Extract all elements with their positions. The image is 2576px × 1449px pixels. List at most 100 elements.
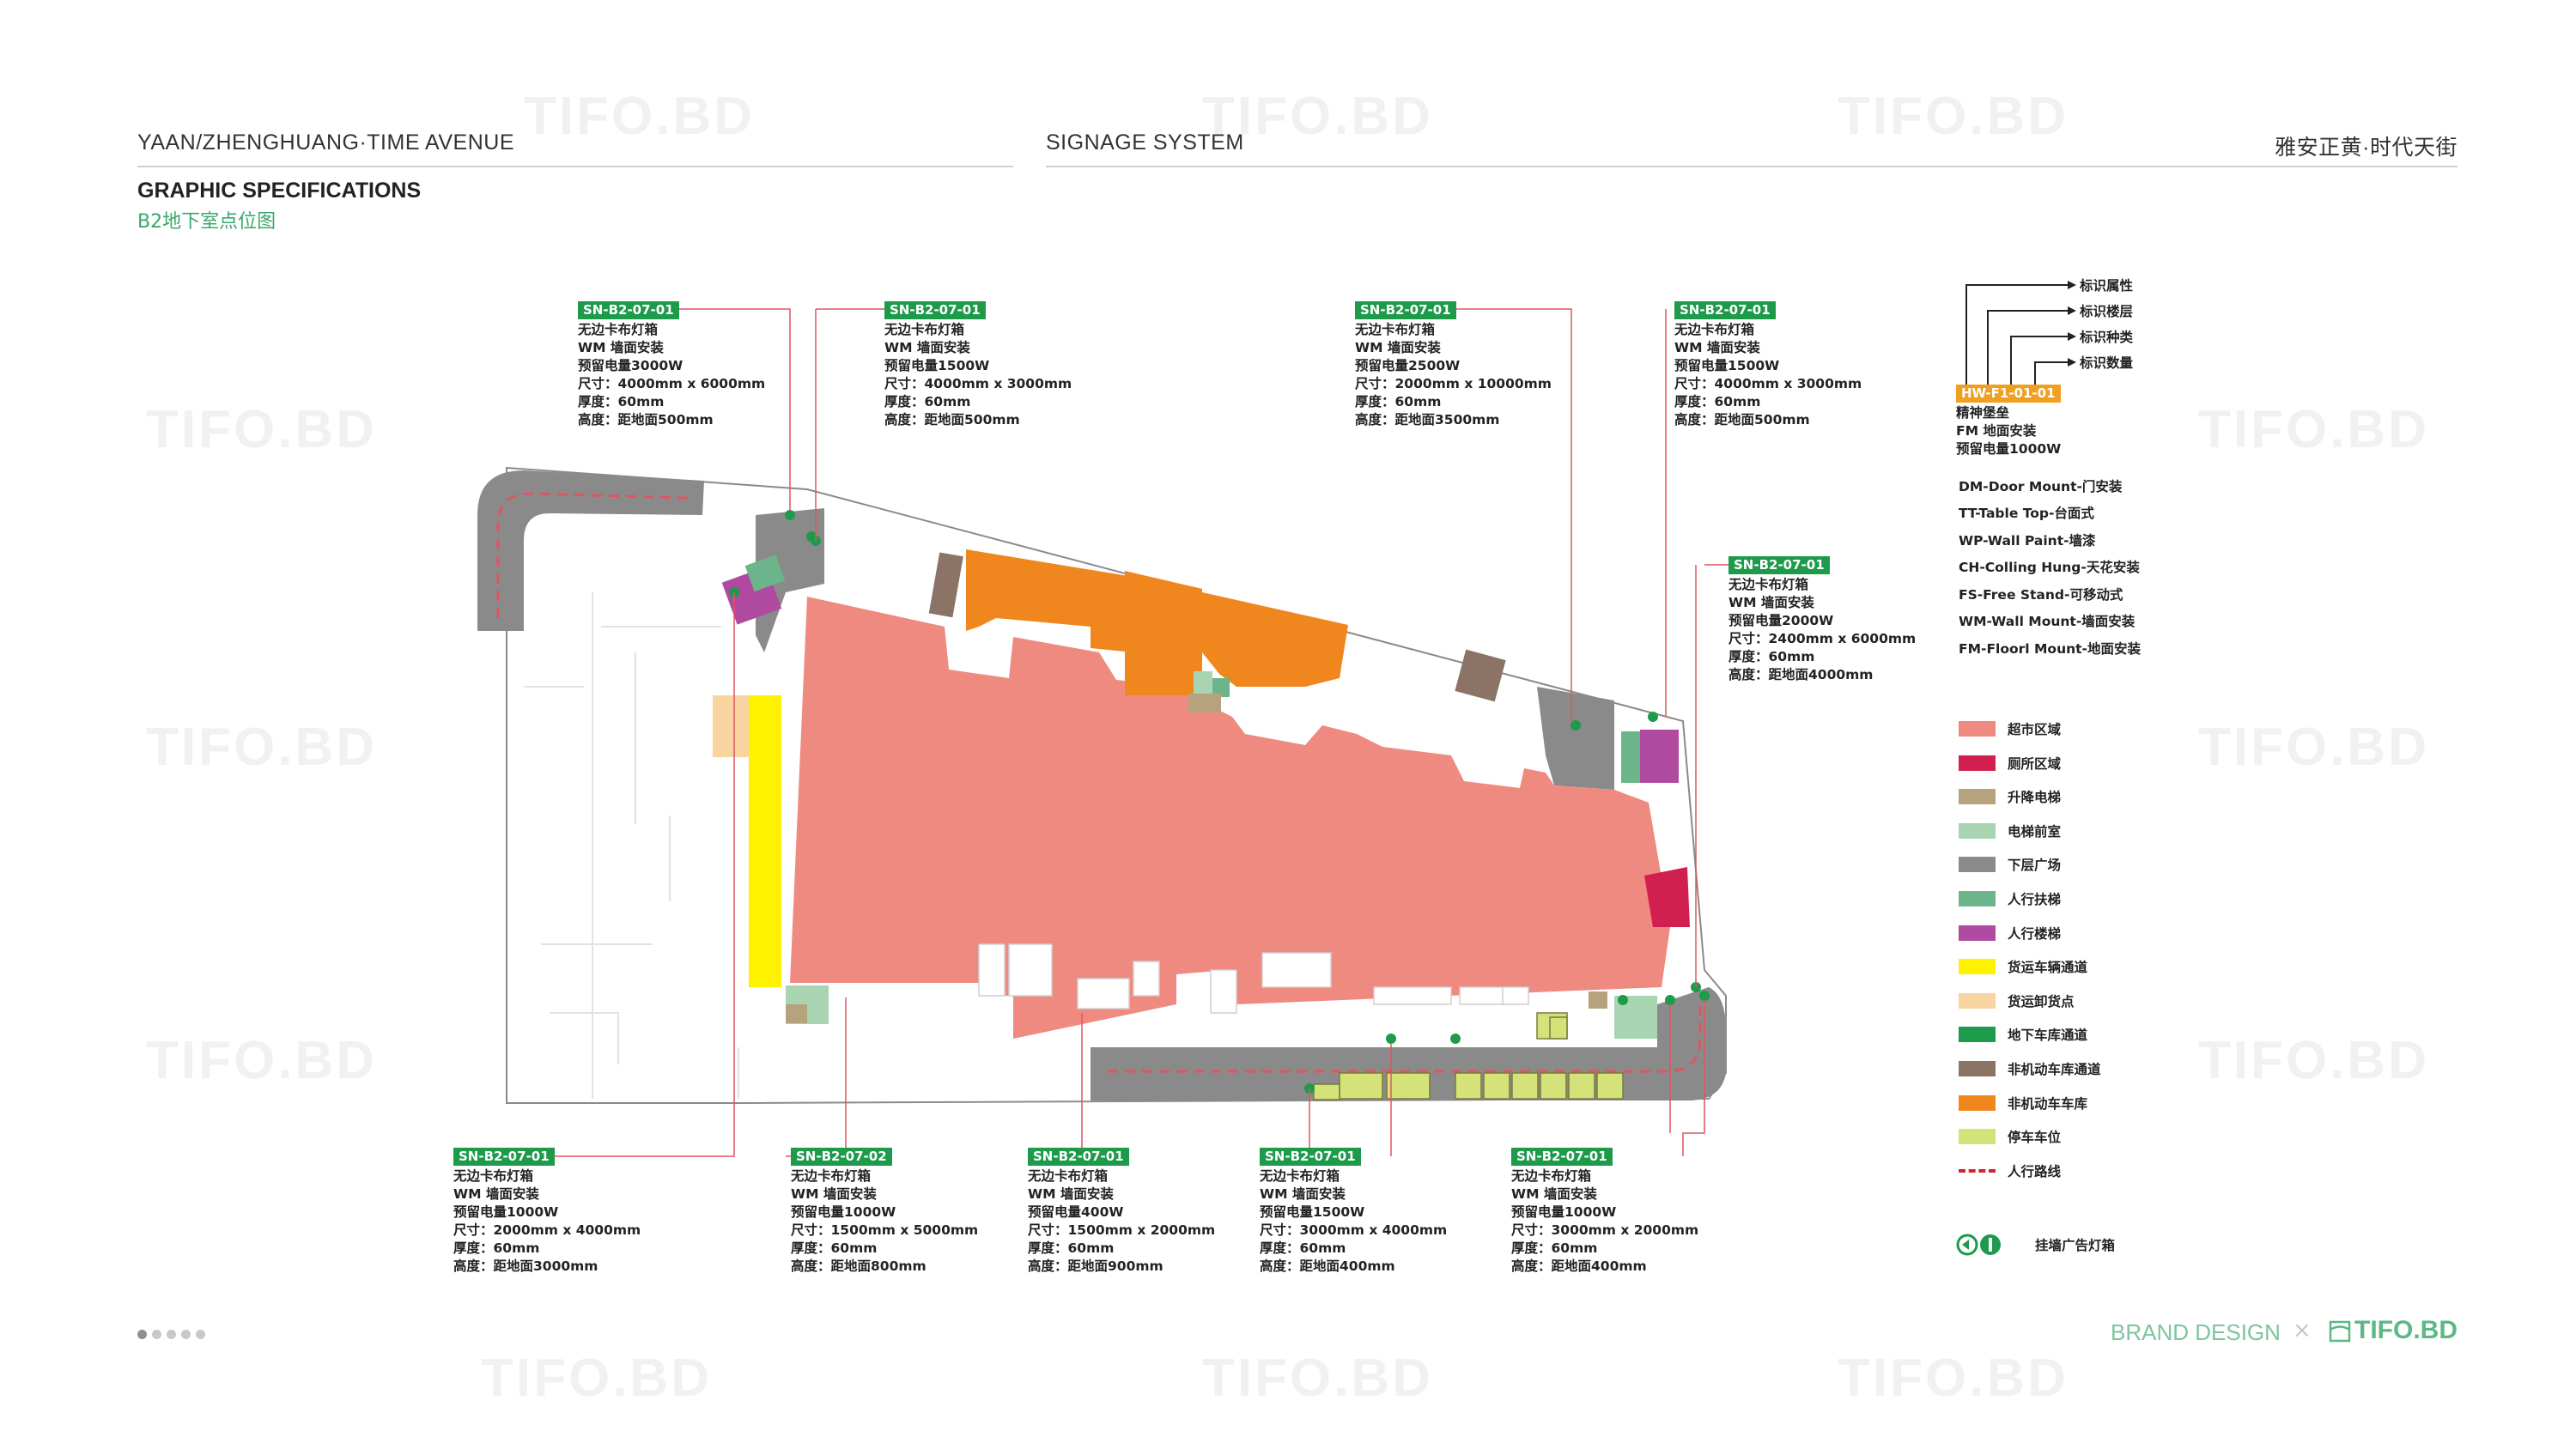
watermark: TIFO.BD [524,87,755,146]
watermark: TIFO.BD [2198,400,2429,459]
escalator-2 [1621,731,1640,783]
sign-callout: SN-B2-07-01 无边卡布灯箱 WM 墙面安装 预留电量2500W 尺寸：… [1355,301,1552,429]
legend-swatch [1959,721,1996,737]
legend-swatch [1959,822,1996,839]
watermark: TIFO.BD [146,400,377,459]
sign-mount: WM 墙面安装 [1728,595,1814,610]
code-key-label: 标识属性 [2080,278,2134,294]
legend-label: 升降电梯 [2008,790,2062,806]
sign-power: 预留电量1000W [791,1204,896,1220]
page-dot[interactable] [137,1330,147,1339]
code-key-label: 标识楼层 [2080,304,2134,319]
bicycle-channel-1 [928,552,963,618]
legend-item: 人行路线 [1959,1161,2061,1181]
sign-type: 无边卡布灯箱 [1674,322,1755,337]
sign-height: 高度：距地面900mm [1028,1258,1163,1274]
sign-mount: WM 墙面安装 [1355,340,1441,355]
legend-label: 停车车位 [2008,1130,2062,1146]
legend-item: 非机动车库通道 [1959,1058,2101,1079]
sign-thickness: 厚度：60mm [1728,649,1815,664]
legend-label: 非机动车车库 [2008,1095,2088,1112]
legend-swatch [1959,992,1996,1009]
legend-swatch [1959,1094,1996,1111]
legend-item: 货运卸货点 [1959,991,2075,1011]
sign-mount: WM 墙面安装 [791,1186,877,1202]
brand-design-label: BRAND DESIGN [2111,1319,2281,1345]
sign-callout: SN-B2-07-01 无边卡布灯箱 WM 墙面安装 预留电量1000W 尺寸：… [1511,1148,1698,1276]
page-dot[interactable] [152,1330,161,1339]
sign-type: 无边卡布灯箱 [791,1168,872,1184]
sign-type: 无边卡布灯箱 [1355,322,1436,337]
system-name: SIGNAGE SYSTEM [1046,130,1244,155]
legend-label: 地下车库通道 [2008,1028,2088,1044]
sign-mount: WM 墙面安装 [1511,1186,1597,1202]
lift [786,1004,807,1023]
code-key-label: 标识种类 [2080,330,2134,345]
legend-swatch [1959,925,1996,941]
mount-type: FM-Floorl Mount-地面安装 [1959,641,2141,657]
sign-size: 尺寸：2000mm x 4000mm [453,1222,641,1238]
legend-swatch [1959,1061,1996,1076]
sign-height: 高度：距地面400mm [1511,1258,1647,1274]
legend-label: 人行楼梯 [2008,925,2062,942]
legend-label: 电梯前室 [2008,823,2062,840]
sign-height: 高度：距地面500mm [884,412,1020,427]
page-dot[interactable] [181,1330,191,1339]
mount-type: TT-Table Top-台面式 [1959,506,2094,521]
project-name-cn: 雅安正黄·时代天街 [2275,136,2458,160]
sign-callout: SN-B2-07-01 无边卡布灯箱 WM 墙面安装 预留电量3000W 尺寸：… [578,301,765,429]
watermark: TIFO.BD [481,1349,712,1408]
sign-type: 无边卡布灯箱 [884,322,965,337]
legend-swatch [1959,755,1996,771]
sign-height: 高度：距地面500mm [1674,412,1810,427]
sign-size: 尺寸：4000mm x 3000mm [1674,376,1862,391]
lift [1188,694,1221,712]
example-code: HW-F1-01-01 [1956,385,2061,403]
tifo-logo-icon [2329,1320,2351,1343]
sign-size: 尺寸：3000mm x 4000mm [1260,1222,1448,1238]
watermark: TIFO.BD [1838,87,2069,146]
sign-markers [729,510,1710,1094]
page-dot[interactable] [196,1330,205,1339]
lower-plaza-core-2 [1537,687,1614,790]
wall-lightbox-label: 挂墙广告灯箱 [2035,1238,2116,1253]
legend-label: 厕所区域 [2008,755,2062,772]
legend-swatch [1959,857,1996,873]
sign-code: SN-B2-07-01 [884,301,986,319]
sign-size: 尺寸：1500mm x 5000mm [791,1222,979,1238]
sign-power: 预留电量2000W [1728,613,1834,628]
legend-swatch [1959,1168,1996,1173]
legend-swatch [1959,1027,1996,1043]
sign-power: 预留电量1500W [1260,1204,1365,1220]
sign-code: SN-B2-07-02 [791,1148,892,1166]
sign-thickness: 厚度：60mm [1355,394,1442,409]
section-title: GRAPHIC SPECIFICATIONS [137,179,422,203]
sign-height: 高度：距地面3500mm [1355,412,1500,427]
sign-callout: SN-B2-07-01 无边卡布灯箱 WM 墙面安装 预留电量1500W 尺寸：… [1260,1148,1447,1276]
legend-item: 电梯前室 [1959,821,2061,841]
legend-label: 非机动车库通道 [2008,1062,2101,1077]
sign-size: 尺寸：1500mm x 2000mm [1028,1222,1216,1238]
code-key-diagram [1965,281,2076,386]
sign-size: 尺寸：4000mm x 3000mm [884,376,1072,391]
sign-thickness: 厚度：60mm [1674,394,1761,409]
legend-item: 货运车辆通道 [1959,956,2087,977]
lift [1589,991,1607,1009]
legend-item: 下层广场 [1959,854,2061,875]
sign-height: 高度：距地面400mm [1260,1258,1395,1274]
watermark: TIFO.BD [1838,1349,2069,1408]
sign-power: 预留电量2500W [1355,358,1461,373]
truck-lane [749,695,781,987]
sign-thickness: 厚度：60mm [1260,1240,1346,1256]
sign-type: 无边卡布灯箱 [1728,577,1809,592]
sign-thickness: 厚度：60mm [791,1240,878,1256]
sign-type: 无边卡布灯箱 [1511,1168,1592,1184]
sign-mount: WM 墙面安装 [1674,340,1760,355]
pagination-dots[interactable] [137,1326,210,1343]
project-name: YAAN/ZHENGHUANG·TIME AVENUE [137,130,515,155]
header-rule-right [1046,166,2458,167]
ramp-top-left [477,470,704,631]
sign-type: 无边卡布灯箱 [578,322,659,337]
sign-power: 预留电量1500W [1674,358,1780,373]
page-dot[interactable] [167,1330,176,1339]
